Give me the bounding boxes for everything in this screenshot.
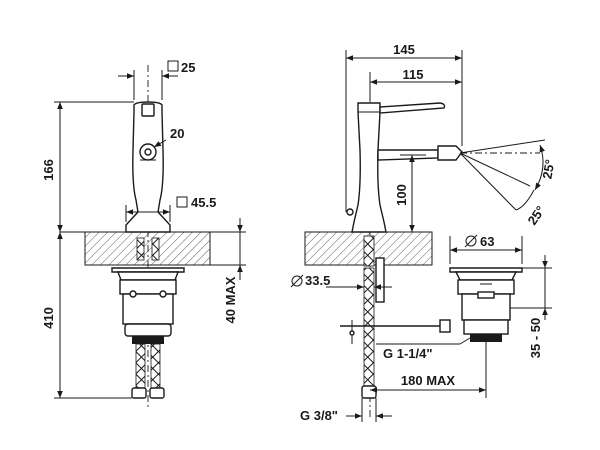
lever-handle-side (379, 102, 446, 114)
side-view: 25° 25° 145 115 100 33.5 (290, 42, 558, 423)
waste-tail-front (132, 336, 164, 344)
dim-g-1-1-4: G 1-1/4" (383, 346, 433, 361)
faucet-body-side (351, 102, 387, 233)
dim-115: 115 (403, 67, 424, 82)
hose-front-lower-right (150, 343, 161, 389)
dim-g-3-8: G 3/8" (300, 408, 338, 423)
front-view: 25 166 20 45.5 410 40 MAX (41, 60, 246, 410)
square-symbol-icon (176, 196, 188, 208)
hose-side-upper (363, 235, 375, 267)
dim-35-50: 35 - 50 (528, 318, 543, 358)
waste-tail-side (470, 334, 502, 342)
dim-dia-63: 63 (480, 234, 494, 249)
hose-front-lower-left (135, 343, 146, 389)
dim-angle-down: 25° (525, 203, 549, 228)
handle-cap-front (141, 103, 155, 117)
dim-base-square: 45.5 (191, 195, 216, 210)
dim-height-166: 166 (41, 159, 56, 181)
dim-top-square: 25 (181, 60, 195, 75)
dim-100: 100 (394, 184, 409, 206)
nozzle-side (437, 145, 463, 161)
dim-angle-up: 25° (539, 158, 557, 180)
counter-slab-front (84, 231, 211, 266)
diameter-symbol-icon (291, 275, 303, 287)
dim-40max: 40 MAX (223, 276, 238, 323)
square-symbol-icon (167, 60, 179, 72)
hose-side-lower (363, 267, 375, 387)
dim-180max: 180 MAX (401, 373, 456, 388)
waste-assembly-side (449, 267, 523, 342)
dim-total-410: 410 (41, 307, 56, 329)
faucet-body-front (125, 101, 171, 233)
dim-145: 145 (393, 42, 415, 57)
hose-front-right (151, 237, 160, 261)
dim-dia-33-5: 33.5 (305, 273, 330, 288)
diameter-symbol-icon (465, 235, 477, 247)
waste-assembly-front (111, 267, 185, 344)
hose-front-left (136, 237, 145, 261)
dim-handle-20: 20 (170, 126, 184, 141)
